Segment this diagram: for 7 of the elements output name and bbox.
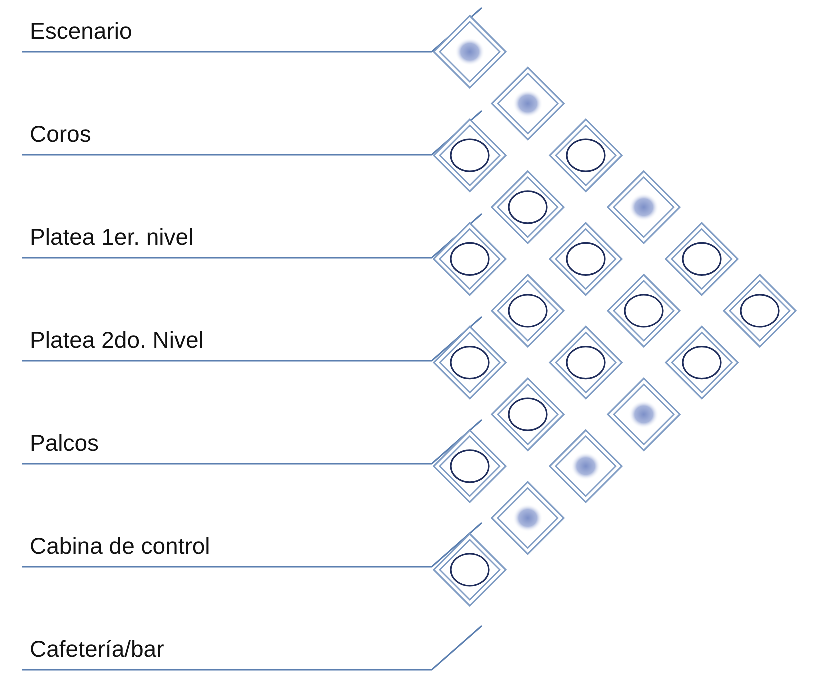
row-label: Cafetería/bar <box>30 636 164 663</box>
row-label: Platea 1er. nivel <box>30 224 194 251</box>
row-label: Escenario <box>30 18 132 45</box>
row-label: Cabina de control <box>30 533 210 560</box>
row-label: Coros <box>30 121 92 148</box>
row-label: Palcos <box>30 430 100 457</box>
row-label: Platea 2do. Nivel <box>30 327 204 354</box>
